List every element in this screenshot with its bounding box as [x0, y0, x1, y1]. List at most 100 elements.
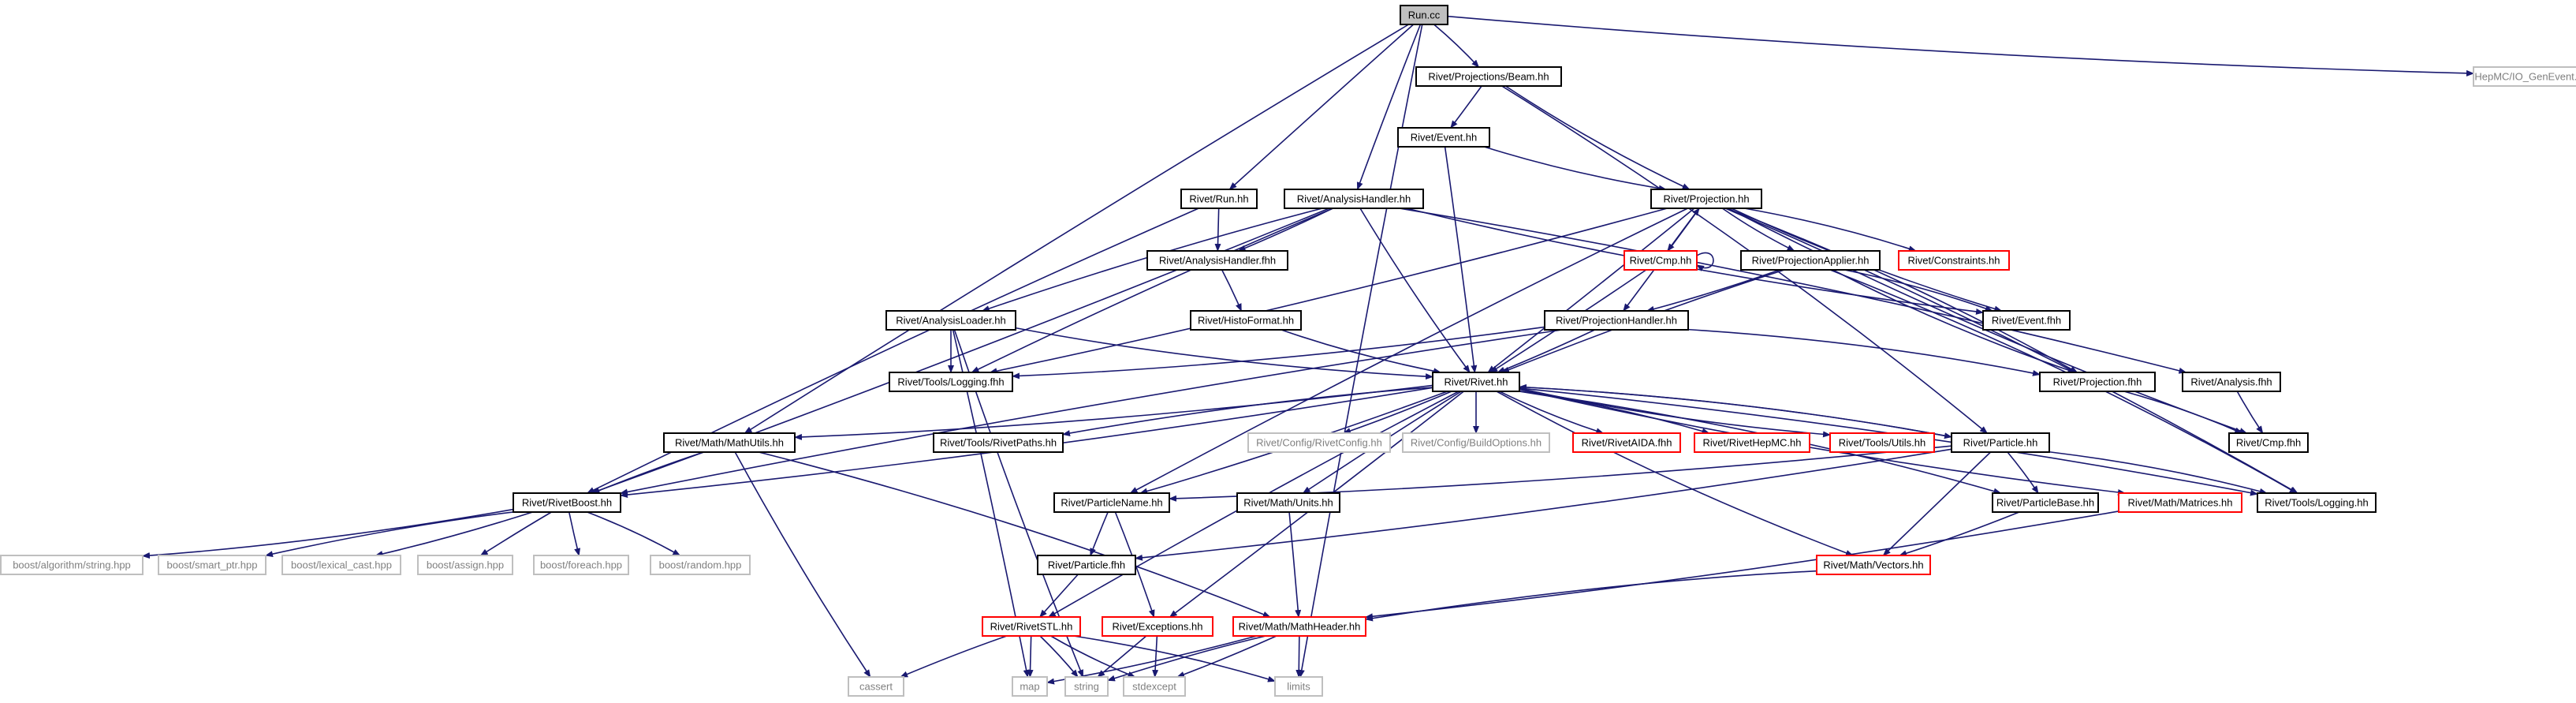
node-units-hh[interactable]: Rivet/Math/Units.hh [1236, 492, 1340, 513]
edge-particle_hh-to-logging_hh [2048, 451, 2268, 495]
node-rivetstl-hh[interactable]: Rivet/RivetSTL.hh [982, 616, 1081, 637]
node-box [982, 616, 1081, 637]
edge-analysishandler_hh-to-logging_fhh [971, 208, 1333, 373]
node-label: Rivet/ParticleBase.hh [1996, 497, 2094, 509]
node-boost-lexical: boost/lexical_cast.hpp [281, 555, 401, 575]
node-projection-hh[interactable]: Rivet/Projection.hh [1650, 189, 1762, 209]
node-box [1284, 189, 1424, 209]
node-analysishandler-fhh[interactable]: Rivet/AnalysisHandler.fhh [1146, 250, 1288, 271]
node-boost-smartptr: boost/smart_ptr.hpp [158, 555, 267, 575]
node-analysishandler-hh[interactable]: Rivet/AnalysisHandler.hh [1284, 189, 1424, 209]
node-cmp-fhh[interactable]: Rivet/Cmp.fhh [2228, 432, 2309, 453]
node-particle-hh[interactable]: Rivet/Particle.hh [1951, 432, 2050, 453]
node-label: Rivet/Particle.fhh [1048, 559, 1125, 571]
edge-particle_hh-to-particlename_hh [1169, 445, 1952, 502]
edge-projection_hh-to-projection_fhh [1726, 208, 2078, 373]
node-label: Rivet/Analysis.fhh [2190, 376, 2272, 388]
node-projection-fhh[interactable]: Rivet/Projection.fhh [2039, 372, 2156, 392]
edge-particle_hh-to-vectors_hh [1882, 451, 1992, 556]
edge-rivetstl_hh-to-stdexcept [1050, 635, 1136, 678]
node-mathheader-hh[interactable]: Rivet/Math/MathHeader.hh [1232, 616, 1366, 637]
edge-cmp_hh-to-projection_hh [1667, 208, 1700, 252]
node-matrices-hh[interactable]: Rivet/Math/Matrices.hh [2118, 492, 2242, 513]
node-utils-hh[interactable]: Rivet/Tools/Utils.hh [1829, 432, 1935, 453]
node-exceptions-hh[interactable]: Rivet/Exceptions.hh [1102, 616, 1213, 637]
node-label: Rivet/Constraints.hh [1907, 255, 2000, 267]
node-label: Rivet/Projection.fhh [2053, 376, 2142, 388]
edge-cmp_hh-to-cmp_hh [1696, 252, 1714, 271]
node-map: map [1012, 676, 1048, 697]
node-constraints-hh[interactable]: Rivet/Constraints.hh [1898, 250, 2010, 271]
edge-particle_hh-to-rivet_hh [1519, 383, 1952, 438]
node-run-cc[interactable]: Run.cc [1400, 5, 1448, 25]
edge-run_cc-to-run_hh [1228, 24, 1415, 190]
node-cmp-hh[interactable]: Rivet/Cmp.hh [1624, 250, 1698, 271]
node-label: boost/foreach.hpp [540, 559, 622, 571]
edge-projectionhandler_hh-to-logging_fhh [1012, 326, 1545, 380]
node-label: boost/random.hpp [659, 559, 742, 571]
node-event-hh[interactable]: Rivet/Event.hh [1397, 127, 1490, 148]
edge-projectionapplier_hh-to-event_fhh [1844, 269, 1993, 312]
edge-projection_hh-to-logging_fhh [989, 208, 1668, 375]
node-label: boost/algorithm/string.hpp [13, 559, 131, 571]
node-beam-hh[interactable]: Rivet/Projections/Beam.hh [1415, 66, 1562, 87]
node-projectionhandler-hh[interactable]: Rivet/ProjectionHandler.hh [1544, 310, 1689, 331]
node-projectionapplier-hh[interactable]: Rivet/ProjectionApplier.hh [1740, 250, 1881, 271]
node-limits: limits [1274, 676, 1323, 697]
node-label: boost/assign.hpp [427, 559, 504, 571]
node-box [1232, 616, 1366, 637]
node-rivetaida-fhh[interactable]: Rivet/RivetAIDA.fhh [1572, 432, 1681, 453]
node-label: Rivet/RivetAIDA.fhh [1582, 437, 1672, 449]
node-label: Rivet/Math/Vectors.hh [1823, 559, 1923, 571]
edge-projectionhandler_hh-to-projection_fhh [1687, 328, 2041, 376]
node-logging-fhh[interactable]: Rivet/Tools/Logging.fhh [889, 372, 1013, 392]
node-label: cassert [859, 681, 893, 693]
node-event-fhh[interactable]: Rivet/Event.fhh [1982, 310, 2071, 331]
edge-rivetstl_hh-to-map [1027, 635, 1034, 678]
node-boost-assign: boost/assign.hpp [417, 555, 513, 575]
edge-mathutils_hh-to-cassert [734, 451, 871, 678]
node-label: map [1020, 681, 1039, 693]
node-box [848, 676, 904, 697]
node-mathutils-hh[interactable]: Rivet/Math/MathUtils.hh [663, 432, 796, 453]
node-rivetboost-hh[interactable]: Rivet/RivetBoost.hh [513, 492, 621, 513]
node-box [1053, 492, 1170, 513]
edge-run_cc-to-mathutils_hh [744, 24, 1409, 434]
node-box [1650, 189, 1762, 209]
edges-layer [142, 15, 2474, 685]
edge-projection_hh-to-rivet_hh [1487, 208, 1695, 373]
edge-particlebase_hh-to-vectors_hh [1899, 511, 2020, 557]
node-label: Rivet/Event.fhh [1992, 315, 2061, 327]
node-analysisloader-hh[interactable]: Rivet/AnalysisLoader.hh [885, 310, 1016, 331]
edge-vectors_hh-to-mathheader_hh [1365, 570, 1817, 622]
node-rivethepmc-hh[interactable]: Rivet/RivetHepMC.hh [1694, 432, 1810, 453]
node-particlebase-hh[interactable]: Rivet/ParticleBase.hh [1992, 492, 2099, 513]
node-histoformat-hh[interactable]: Rivet/HistoFormat.hh [1190, 310, 1302, 331]
edge-run_cc-to-analysishandler_hh [1356, 24, 1422, 190]
edge-rivetboost_hh-to-boost_random [587, 511, 681, 556]
node-box [889, 372, 1013, 392]
edge-units_hh-to-mathheader_hh [1288, 511, 1302, 618]
node-box [1037, 555, 1136, 575]
node-rivetpaths-hh[interactable]: Rivet/Tools/RivetPaths.hh [933, 432, 1064, 453]
node-box [1694, 432, 1810, 453]
node-particlename-hh[interactable]: Rivet/ParticleName.hh [1053, 492, 1170, 513]
node-particle-fhh[interactable]: Rivet/Particle.fhh [1037, 555, 1136, 575]
edge-histoformat_hh-to-rivet_hh [1281, 329, 1442, 375]
node-box [1624, 250, 1698, 271]
edge-analysisloader_hh-to-rivet_hh [1015, 327, 1433, 380]
node-label: Rivet/RivetHepMC.hh [1703, 437, 1802, 449]
node-rivet-hh[interactable]: Rivet/Rivet.hh [1432, 372, 1520, 392]
edge-beam_hh-to-event_hh [1450, 85, 1482, 129]
node-box [1012, 676, 1048, 697]
node-logging-hh[interactable]: Rivet/Tools/Logging.hh [2257, 492, 2377, 513]
node-box [1898, 250, 2010, 271]
node-run-hh[interactable]: Rivet/Run.hh [1180, 189, 1258, 209]
node-label: Rivet/AnalysisHandler.hh [1297, 193, 1411, 205]
node-box [1432, 372, 1520, 392]
node-label: Rivet/Rivet.hh [1445, 376, 1508, 388]
node-label: Rivet/Cmp.hh [1630, 255, 1692, 267]
node-analysis-fhh[interactable]: Rivet/Analysis.fhh [2182, 372, 2281, 392]
node-vectors-hh[interactable]: Rivet/Math/Vectors.hh [1816, 555, 1931, 575]
node-box [1146, 250, 1288, 271]
